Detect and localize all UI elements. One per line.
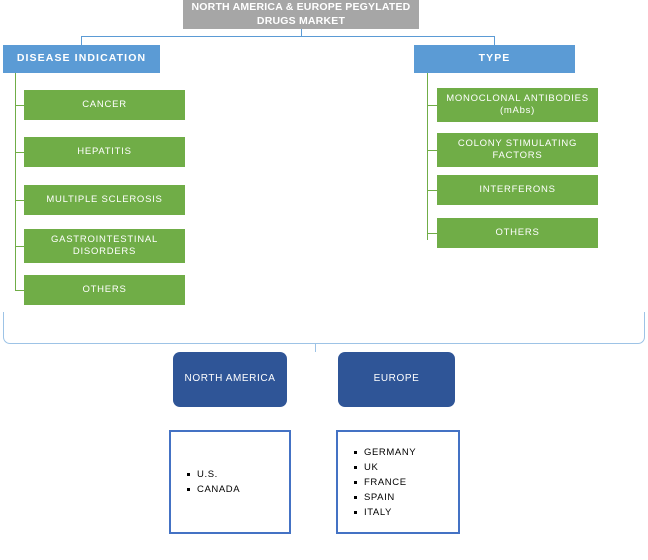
country-list-europe: GERMANY UK FRANCE SPAIN ITALY [338, 445, 416, 520]
connector-right-stub-2 [427, 150, 437, 151]
connector-left-stub-5 [15, 290, 24, 291]
list-item: FRANCE [353, 475, 416, 490]
country-panel-north-america: U.S. CANADA [169, 430, 291, 534]
connector-bottom-stem [315, 344, 316, 352]
country-list-north-america: U.S. CANADA [171, 467, 240, 497]
region-europe[interactable]: EUROPE [338, 352, 455, 407]
leaf-monoclonal-antibodies[interactable]: MONOCLONAL ANTIBODIES (mAbs) [437, 88, 598, 122]
leaf-interferons[interactable]: INTERFERONS [437, 175, 598, 205]
connector-right-spine [427, 73, 428, 240]
connector-root-bar [81, 36, 495, 37]
connector-left-spine [15, 73, 16, 290]
connector-root-stem [301, 29, 302, 36]
list-item: CANADA [186, 484, 241, 495]
connector-right-stub-1 [427, 105, 437, 106]
connector-left-stub-2 [15, 152, 24, 153]
leaf-hepatitis[interactable]: HEPATITIS [24, 137, 185, 167]
list-item: SPAIN [353, 490, 416, 505]
connector-root-to-disease-indication [81, 36, 82, 45]
list-item: GERMANY [353, 446, 417, 458]
leaf-cancer[interactable]: CANCER [24, 90, 185, 120]
connector-right-stub-3 [427, 190, 437, 191]
diagram-title: NORTH AMERICA & EUROPE PEGYLATED DRUGS M… [183, 0, 419, 29]
country-panel-europe: GERMANY UK FRANCE SPAIN ITALY [336, 430, 460, 534]
leaf-colony-stimulating-factors[interactable]: COLONY STIMULATING FACTORS [437, 133, 598, 167]
leaf-multiple-sclerosis[interactable]: MULTIPLE SCLEROSIS [24, 185, 185, 215]
connector-bottom-brace-left [3, 312, 315, 344]
category-header-type[interactable]: TYPE [414, 45, 575, 73]
leaf-others-type[interactable]: OTHERS [437, 218, 598, 248]
category-header-disease-indication[interactable]: DISEASE INDICATION [3, 45, 160, 73]
connector-left-stub-3 [15, 200, 24, 201]
connector-left-stub-1 [15, 105, 24, 106]
connector-left-stub-4 [15, 246, 24, 247]
region-north-america[interactable]: NORTH AMERICA [173, 352, 287, 407]
list-item: UK [353, 460, 416, 475]
list-item: ITALY [353, 505, 416, 520]
connector-root-to-type [494, 36, 495, 45]
connector-bottom-brace-right [315, 312, 645, 344]
leaf-gastrointestinal-disorders[interactable]: GASTROINTESTINAL DISORDERS [24, 229, 185, 263]
leaf-others-disease-indication[interactable]: OTHERS [24, 275, 185, 305]
connector-right-stub-4 [427, 233, 437, 234]
list-item: U.S. [186, 467, 240, 482]
